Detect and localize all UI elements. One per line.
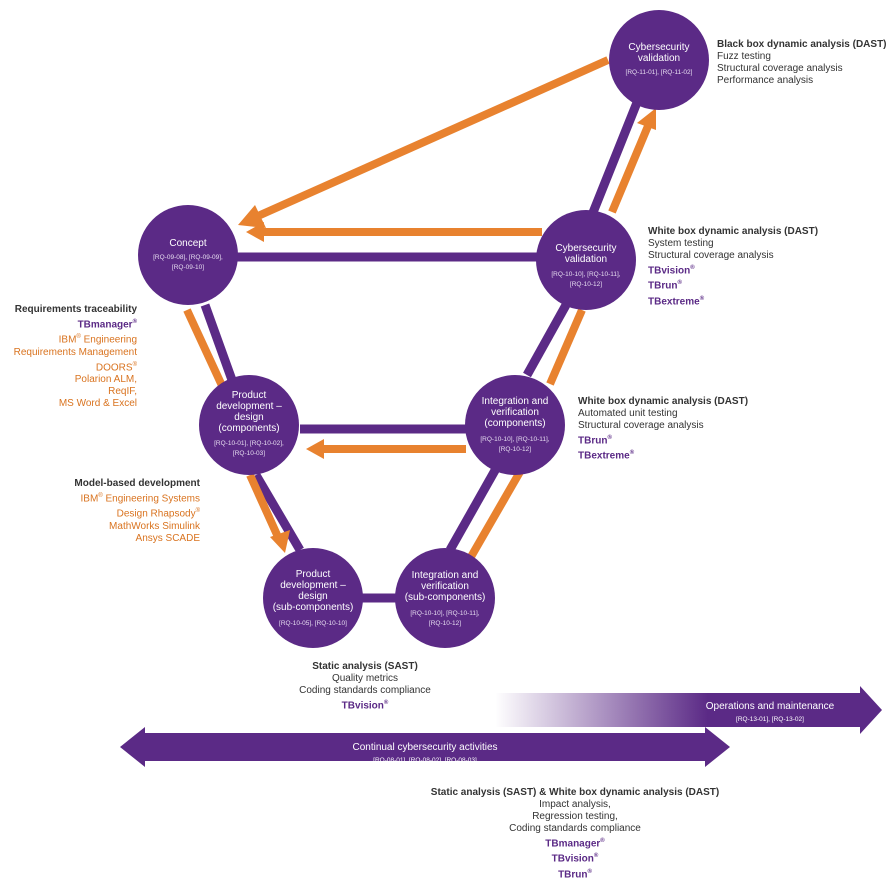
- purple-connectors: [200, 98, 643, 603]
- arrow-int-components-to-prod-components: [306, 439, 466, 459]
- model-based-item: IBM® Engineering Systems: [80, 493, 200, 505]
- requirements-item: MS Word & Excel: [58, 397, 137, 409]
- arrow-concept-to-prod-sub: [183, 308, 290, 553]
- connector-int-sub-to-int-components: [446, 455, 506, 553]
- annotation-model-based: Model-based development IBM® Engineering…: [74, 478, 200, 545]
- model-based-item: Ansys SCADE: [135, 532, 200, 544]
- black-box-item: Performance analysis: [717, 75, 814, 86]
- svg-text:[RQ-10-10], [RQ-10-11],[RQ-10-: [RQ-10-10], [RQ-10-11],[RQ-10-12]: [551, 271, 620, 288]
- tool-tbrun: TBrun®: [578, 435, 612, 447]
- white-box-unit-heading: White box dynamic analysis (DAST): [578, 396, 749, 407]
- svg-text:[RQ-10-10], [RQ-10-11],[RQ-10-: [RQ-10-10], [RQ-10-11],[RQ-10-12]: [410, 610, 479, 627]
- black-box-item: Structural coverage analysis: [717, 63, 843, 74]
- annotation-static-analysis: Static analysis (SAST) Quality metrics C…: [290, 661, 440, 712]
- requirements-item: Requirements Management: [13, 346, 137, 358]
- annotation-white-box-system: White box dynamic analysis (DAST) System…: [648, 226, 818, 308]
- svg-text:Concept: Concept: [169, 238, 206, 249]
- static-item: Quality metrics: [331, 673, 399, 684]
- model-based-item: Design Rhapsody®: [116, 508, 200, 520]
- tool-tbextreme: TBextreme®: [578, 450, 635, 462]
- requirements-item: IBM® Engineering: [58, 334, 137, 346]
- model-based-heading: Model-based development: [74, 478, 200, 489]
- static-white-item: Coding standards compliance: [509, 823, 641, 834]
- tool-tbrun: TBrun®: [648, 280, 682, 292]
- static-item: Coding standards compliance: [299, 685, 431, 696]
- white-box-unit-item: Structural coverage analysis: [578, 420, 704, 431]
- connector-prod-components-to-prod-sub: [252, 472, 304, 553]
- operations-label: Operations and maintenance: [706, 701, 835, 712]
- tool-tbvision: TBvision®: [648, 265, 695, 277]
- orange-arrows: [183, 56, 656, 564]
- arrow-cyber-top-to-concept: [238, 56, 610, 228]
- svg-text:[RQ-10-01], [RQ-10-02],[RQ-10-: [RQ-10-01], [RQ-10-02],[RQ-10-03]: [214, 440, 284, 457]
- connector-int-components-to-cyber-mid: [523, 302, 570, 378]
- requirements-item: ReqIF,: [108, 385, 137, 397]
- requirements-heading: Requirements traceability: [14, 304, 137, 315]
- requirements-item: Polarion ALM,: [74, 373, 137, 385]
- static-white-item: Regression testing,: [532, 811, 618, 822]
- model-based-item: MathWorks Simulink: [109, 520, 200, 532]
- operations-maintenance-arrow: Operations and maintenance [RQ-13-01], […: [495, 686, 882, 734]
- tool-tbvision: TBvision®: [341, 700, 389, 712]
- white-box-system-item: System testing: [648, 238, 714, 249]
- static-white-heading: Static analysis (SAST) & White box dynam…: [430, 787, 720, 798]
- tool-tbvision: TBvision®: [551, 853, 599, 865]
- static-heading: Static analysis (SAST): [312, 661, 418, 672]
- requirements-item: DOORS®: [95, 361, 137, 373]
- operations-refs: [RQ-13-01], [RQ-13-02]: [736, 716, 804, 723]
- connector-cyber-mid-to-cyber-top: [587, 98, 643, 217]
- white-box-system-heading: White box dynamic analysis (DAST): [648, 226, 819, 237]
- svg-text:[RQ-10-05], [RQ-10-10]: [RQ-10-05], [RQ-10-10]: [279, 620, 347, 627]
- arrow-cyber-mid-to-concept: [246, 222, 542, 242]
- annotation-black-box: Black box dynamic analysis (DAST) Fuzz t…: [717, 39, 887, 87]
- white-box-system-item: Structural coverage analysis: [648, 250, 774, 261]
- tool-tbrun: TBrun®: [558, 868, 592, 880]
- connector-concept-to-prod-components: [200, 303, 237, 382]
- svg-text:[RQ-11-01], [RQ-11-02]: [RQ-11-01], [RQ-11-02]: [626, 69, 693, 76]
- continual-label: Continual cybersecurity activities: [352, 742, 497, 753]
- node-concept[interactable]: Concept [RQ-09-08], [RQ-09-09],[RQ-09-10…: [138, 205, 238, 305]
- static-white-item: Impact analysis,: [539, 799, 611, 810]
- svg-text:[RQ-10-10], [RQ-10-11],[RQ-10-: [RQ-10-10], [RQ-10-11],[RQ-10-12]: [480, 436, 549, 453]
- continual-refs: [RQ-08-01], [RQ-08-02], [RQ-08-03]: [373, 757, 477, 764]
- black-box-heading: Black box dynamic analysis (DAST): [717, 39, 887, 50]
- continual-activities-arrow: Continual cybersecurity activities [RQ-0…: [120, 727, 730, 767]
- annotation-requirements-traceability: Requirements traceability TBmanager® IBM…: [14, 304, 137, 410]
- annotation-white-box-unit: White box dynamic analysis (DAST) Automa…: [578, 396, 748, 463]
- svg-text:[RQ-09-08], [RQ-09-09],[RQ-09-: [RQ-09-08], [RQ-09-09],[RQ-09-10]: [153, 254, 223, 271]
- tool-tbmanager: TBmanager®: [77, 319, 137, 331]
- white-box-unit-item: Automated unit testing: [578, 408, 678, 419]
- black-box-item: Fuzz testing: [717, 51, 771, 62]
- tool-tbextreme: TBextreme®: [648, 295, 705, 307]
- annotation-static-white-box: Static analysis (SAST) & White box dynam…: [420, 787, 730, 881]
- arrow-int-sub-to-cyber-top: [464, 108, 656, 564]
- tool-tbmanager: TBmanager®: [545, 838, 605, 850]
